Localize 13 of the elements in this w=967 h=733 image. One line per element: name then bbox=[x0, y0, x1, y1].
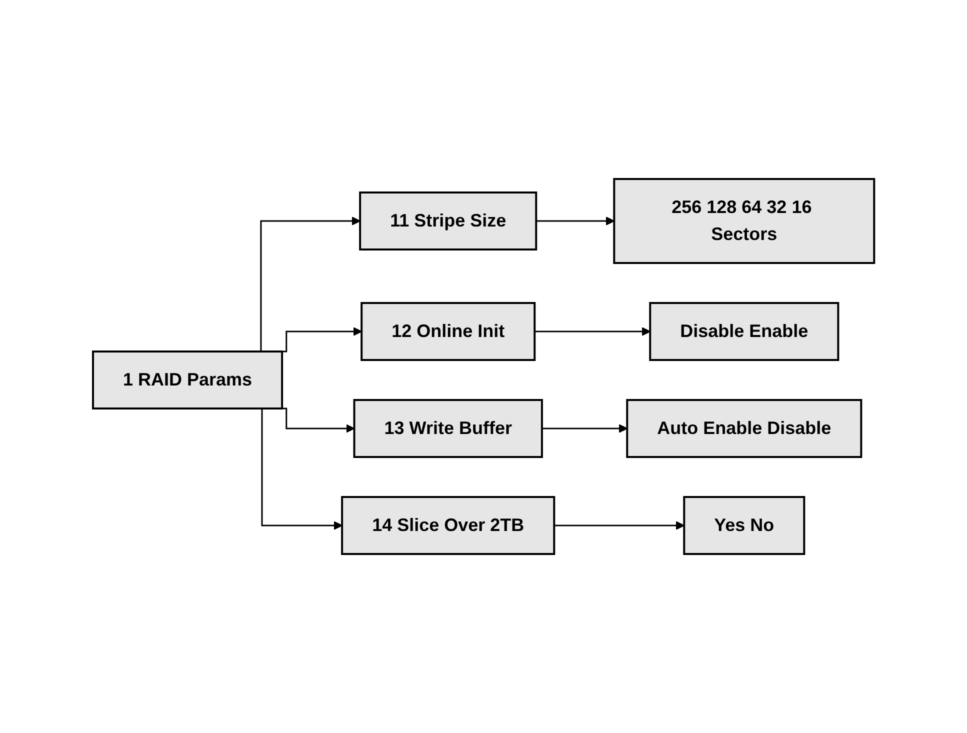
node-box: 11 Stripe Size bbox=[359, 192, 538, 250]
node-box: 14 Slice Over 2TB bbox=[340, 496, 556, 555]
node-box: 13 Write Buffer bbox=[353, 399, 543, 458]
node-box: 12 Online Init bbox=[360, 302, 536, 361]
node-box: 256 128 64 32 16 Sectors bbox=[613, 178, 876, 264]
arrow bbox=[536, 216, 614, 226]
node-box: 1 RAID Params bbox=[92, 350, 283, 410]
node-box: Yes No bbox=[683, 496, 806, 555]
arrow bbox=[534, 327, 650, 336]
node-box: Disable Enable bbox=[649, 302, 840, 361]
node-box: Auto Enable Disable bbox=[626, 399, 862, 458]
arrow bbox=[542, 424, 628, 433]
arrow bbox=[554, 521, 684, 530]
